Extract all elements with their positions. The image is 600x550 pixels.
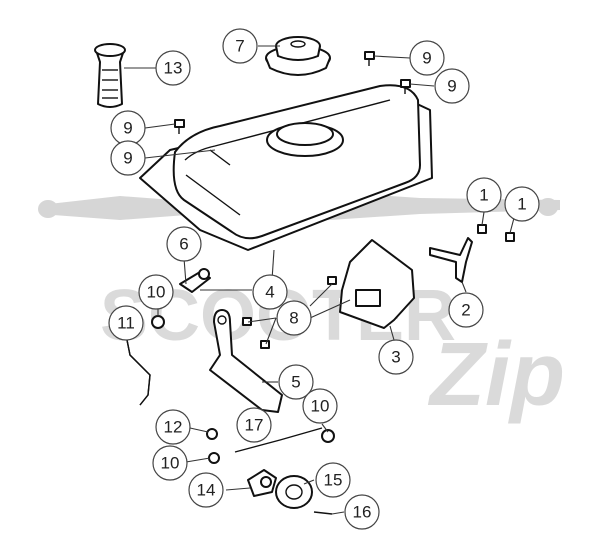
- bolt-1-a: [477, 224, 487, 234]
- callout-9-b: 9: [434, 68, 470, 104]
- fuel-cap-part: [265, 36, 331, 76]
- svg-text:8: 8: [289, 309, 298, 328]
- bracket-5-part: [209, 309, 283, 413]
- callout-15: 15: [315, 462, 351, 498]
- svg-text:1: 1: [479, 186, 488, 205]
- bolt-9-right: [400, 79, 411, 94]
- callout-7: 7: [222, 28, 258, 64]
- callout-9-c: 9: [110, 110, 146, 146]
- nut-12-part: [206, 428, 218, 440]
- fuel-hose-part: [125, 334, 151, 406]
- svg-text:9: 9: [123, 149, 132, 168]
- svg-text:13: 13: [164, 59, 183, 78]
- svg-text:10: 10: [147, 283, 166, 302]
- callout-3: 3: [378, 339, 414, 375]
- svg-text:11: 11: [117, 314, 135, 333]
- clamp-10-a: [151, 315, 165, 329]
- svg-text:16: 16: [353, 503, 372, 522]
- fuel-strainer-part: [94, 43, 126, 108]
- callout-9-d: 9: [110, 140, 146, 176]
- callout-12: 12: [155, 409, 191, 445]
- svg-text:7: 7: [235, 37, 244, 56]
- callout-10-b: 10: [302, 388, 338, 424]
- svg-text:12: 12: [164, 418, 183, 437]
- bolt-1-b: [505, 232, 515, 242]
- svg-text:10: 10: [161, 454, 180, 473]
- svg-text:5: 5: [291, 373, 300, 392]
- svg-text:6: 6: [179, 235, 188, 254]
- screw-16-part: [313, 511, 333, 515]
- knob-15-part: [275, 475, 313, 509]
- svg-text:10: 10: [311, 397, 330, 416]
- svg-text:14: 14: [197, 481, 216, 500]
- callout-4: 4: [252, 274, 288, 310]
- svg-text:17: 17: [245, 416, 264, 435]
- callout-2: 2: [448, 292, 484, 328]
- callout-6: 6: [166, 226, 202, 262]
- callout-10-c: 10: [152, 445, 188, 481]
- callout-8: 8: [276, 300, 312, 336]
- svg-text:9: 9: [422, 49, 431, 68]
- bolt-9-left: [174, 119, 185, 134]
- svg-text:3: 3: [391, 348, 400, 367]
- svg-text:9: 9: [447, 77, 456, 96]
- bracket-2-part: [429, 237, 473, 283]
- svg-text:9: 9: [123, 119, 132, 138]
- callout-1-b: 1: [504, 186, 540, 222]
- clamp-10-c: [208, 452, 220, 464]
- callout-14: 14: [188, 472, 224, 508]
- fuel-cock-part: [247, 469, 277, 497]
- callout-1-a: 1: [466, 177, 502, 213]
- callout-5: 5: [278, 364, 314, 400]
- callout-9-a: 9: [409, 40, 445, 76]
- fuel-tank-part: [139, 84, 433, 251]
- leader-lines: [124, 45, 515, 515]
- fuel-valve-fitting-part: [179, 268, 211, 293]
- callout-13: 13: [155, 50, 191, 86]
- callout-10-a: 10: [138, 274, 174, 310]
- svg-text:1: 1: [517, 195, 526, 214]
- clamp-10-b: [321, 429, 335, 443]
- svg-text:4: 4: [265, 283, 274, 302]
- rod-17-part: [234, 427, 323, 453]
- bracket-3-part: [339, 239, 415, 329]
- svg-text:2: 2: [461, 301, 470, 320]
- bolt-9-top: [364, 51, 375, 66]
- callout-11: 11: [108, 305, 144, 341]
- callout-16: 16: [344, 494, 380, 530]
- svg-text:15: 15: [324, 471, 343, 490]
- callout-17: 17: [236, 407, 272, 443]
- watermark-script: Zip: [427, 325, 565, 425]
